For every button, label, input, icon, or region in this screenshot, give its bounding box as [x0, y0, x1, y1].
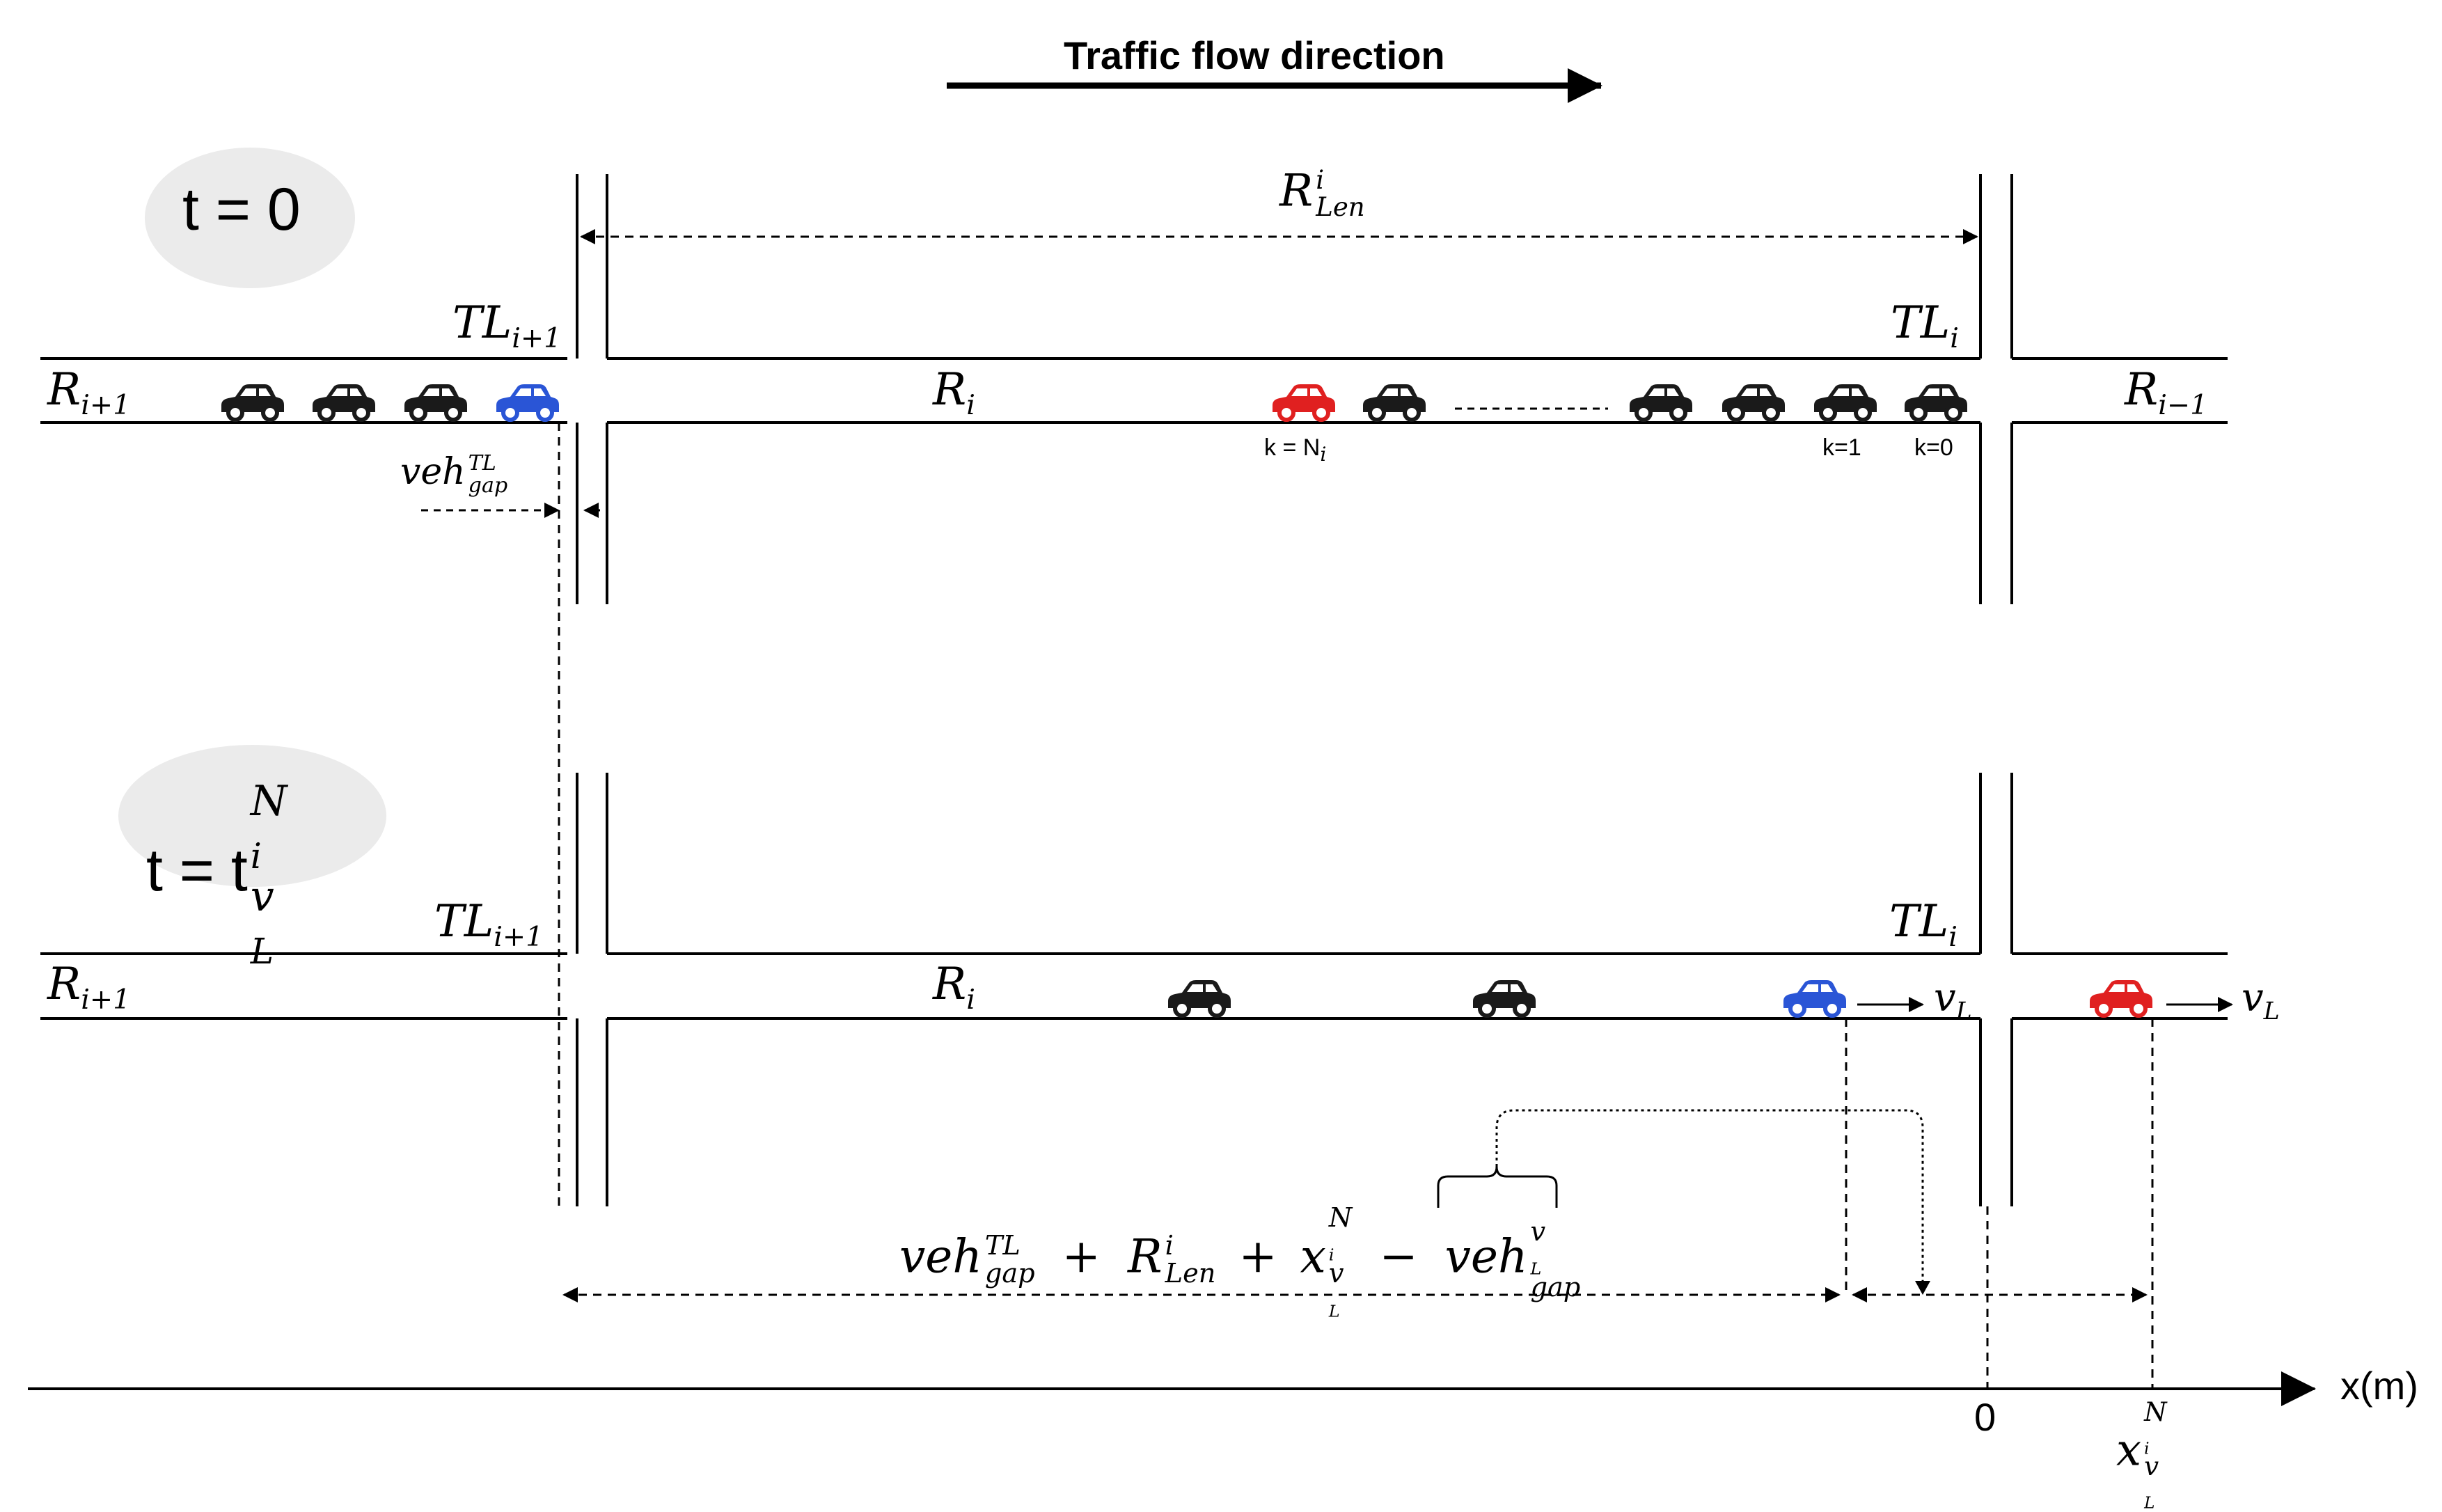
road-right-label-top: Ri−1: [2125, 364, 2208, 421]
flow-direction-label: Traffic flow direction: [1064, 33, 1445, 77]
axis-label: x(m): [2340, 1364, 2418, 1408]
car-top-9-wheel-2: [1944, 404, 1962, 422]
car-bottom-2-wheel-1: [1478, 1000, 1496, 1018]
traffic-light-left-bottom: TLi+1: [434, 896, 544, 953]
car-bottom-1-wheel-2: [1208, 1000, 1226, 1018]
car-top-3-wheel-2: [444, 404, 462, 422]
traffic-light-right-bottom: TLi: [1889, 896, 1957, 953]
speed-label-red: vL: [2242, 975, 2280, 1026]
car-bottom-1-wheel-1: [1173, 1000, 1191, 1018]
car-top-8-wheel-1: [1819, 404, 1837, 422]
car-bottom-blue-window: [1802, 984, 1833, 992]
car-top-8-wheel-2: [1854, 404, 1872, 422]
traffic-light-left-top: TLi+1: [452, 297, 562, 354]
car-top-tail-red-window: [1291, 388, 1322, 396]
car-bottom-blue: [1783, 980, 1846, 1018]
car-bottom-red-window: [2109, 984, 2139, 992]
gap-connector: [1495, 1109, 1924, 1286]
car-top-head-blue: [496, 384, 559, 422]
car-top-8: [1814, 384, 1877, 422]
car-bottom-red-wheel-1: [2095, 1000, 2113, 1018]
car-top-7-wheel-1: [1727, 404, 1745, 422]
car-bottom-blue-wheel-2: [1823, 1000, 1841, 1018]
car-top-head-blue-wheel-1: [501, 404, 519, 422]
car-bottom-1-window: [1187, 984, 1218, 992]
car-top-6-wheel-2: [1669, 404, 1687, 422]
time-bubble-bottom: [118, 745, 386, 887]
car-top-1-wheel-1: [226, 404, 244, 422]
queue-last-label: k = Ni: [1264, 434, 1327, 466]
car-top-2: [313, 384, 375, 422]
car-top-head-blue-wheel-2: [536, 404, 554, 422]
speed-label-blue: vL: [1934, 975, 1972, 1026]
axis-origin-label: 0: [1974, 1395, 1996, 1439]
traffic-light-right-top: TLi: [1891, 297, 1959, 354]
car-top-3-wheel-1: [409, 404, 427, 422]
road-mid-label-top: Ri: [933, 364, 975, 421]
time-label-top: t = 0: [182, 176, 301, 243]
car-top-8-window: [1833, 388, 1864, 396]
top-road: [40, 174, 2228, 604]
car-top-7-window: [1741, 388, 1772, 396]
car-top-2-window: [331, 388, 362, 396]
car-top-1-wheel-2: [261, 404, 279, 422]
queue-k1-label: k=1: [1822, 434, 1861, 461]
car-top-9: [1905, 384, 1967, 422]
car-top-2-wheel-2: [352, 404, 370, 422]
car-top-5: [1363, 384, 1426, 422]
car-bottom-red-wheel-2: [2129, 1000, 2148, 1018]
car-top-5-wheel-2: [1403, 404, 1421, 422]
car-top-9-window: [1923, 388, 1954, 396]
car-top-3-window: [423, 388, 454, 396]
car-top-7-wheel-2: [1762, 404, 1780, 422]
car-top-1-window: [240, 388, 271, 396]
car-bottom-2-wheel-2: [1513, 1000, 1531, 1018]
car-top-6: [1630, 384, 1692, 422]
car-bottom-2-window: [1492, 984, 1522, 992]
car-top-head-blue-window: [515, 388, 546, 396]
road-mid-label-bottom: Ri: [933, 959, 975, 1016]
car-top-tail-red-wheel-1: [1277, 404, 1295, 422]
road-left-label-top: Ri+1: [47, 364, 131, 421]
car-bottom-2: [1473, 980, 1536, 1018]
car-top-2-wheel-1: [317, 404, 336, 422]
car-top-1: [221, 384, 284, 422]
car-top-6-wheel-1: [1634, 404, 1653, 422]
car-bottom-red: [2090, 980, 2152, 1018]
time-bubble-top: [145, 148, 355, 288]
car-top-6-window: [1648, 388, 1679, 396]
car-top-7: [1722, 384, 1785, 422]
car-top-tail-red: [1273, 384, 1335, 422]
car-bottom-blue-wheel-1: [1788, 1000, 1806, 1018]
car-top-5-window: [1382, 388, 1412, 396]
road-left-label-bottom: Ri+1: [47, 959, 131, 1016]
car-top-3: [404, 384, 467, 422]
car-top-tail-red-wheel-2: [1312, 404, 1330, 422]
car-top-5-wheel-1: [1368, 404, 1386, 422]
car-bottom-1: [1168, 980, 1231, 1018]
bottom-road: [40, 773, 2228, 1206]
car-top-9-wheel-1: [1909, 404, 1928, 422]
queue-k0-label: k=0: [1914, 434, 1953, 461]
